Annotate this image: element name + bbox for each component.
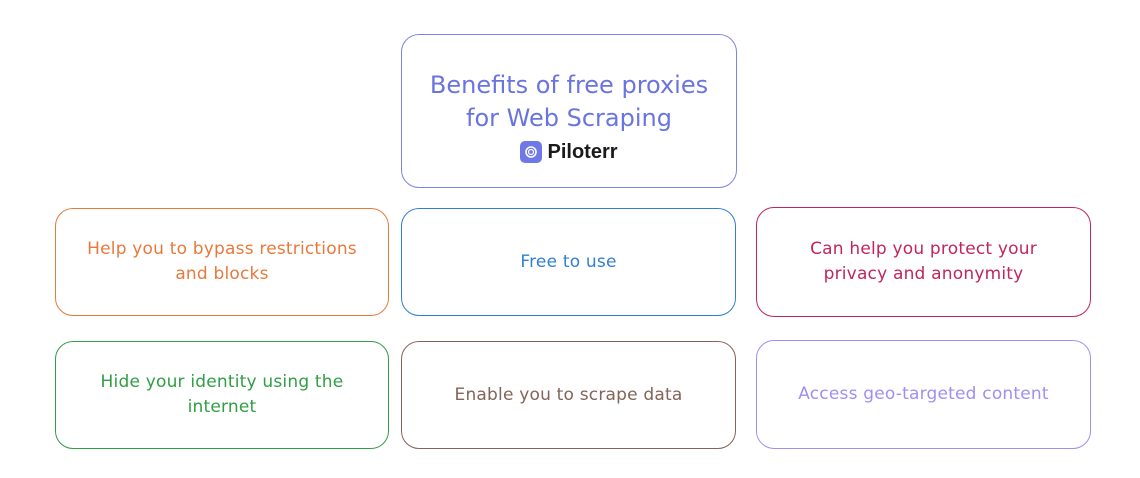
card-protect-privacy: Can help you protect your privacy and an…: [756, 207, 1091, 317]
diagram-title: Benefits of free proxies for Web Scrapin…: [429, 70, 709, 132]
piloterr-logo-icon: [520, 141, 543, 163]
card-free-to-use: Free to use: [401, 208, 736, 316]
card-geo-targeted-content: Access geo-targeted content: [756, 340, 1091, 449]
card-text: Access geo-targeted content: [798, 384, 1049, 404]
card-hide-identity: Hide your identity using the internet: [55, 341, 389, 449]
brand-name: Piloterr: [547, 140, 618, 163]
card-scrape-data: Enable you to scrape data: [401, 341, 736, 449]
card-text: Help you to bypass restrictions and bloc…: [87, 239, 357, 284]
card-bypass-restrictions: Help you to bypass restrictions and bloc…: [55, 208, 389, 316]
brand: Piloterr: [520, 140, 618, 164]
card-text: Free to use: [520, 251, 617, 272]
card-text: Hide your identity using the internet: [100, 372, 344, 417]
card-text: Can help you protect your privacy and an…: [810, 239, 1037, 284]
card-text: Enable you to scrape data: [454, 384, 683, 405]
title-box: Benefits of free proxies for Web Scrapin…: [401, 34, 737, 188]
